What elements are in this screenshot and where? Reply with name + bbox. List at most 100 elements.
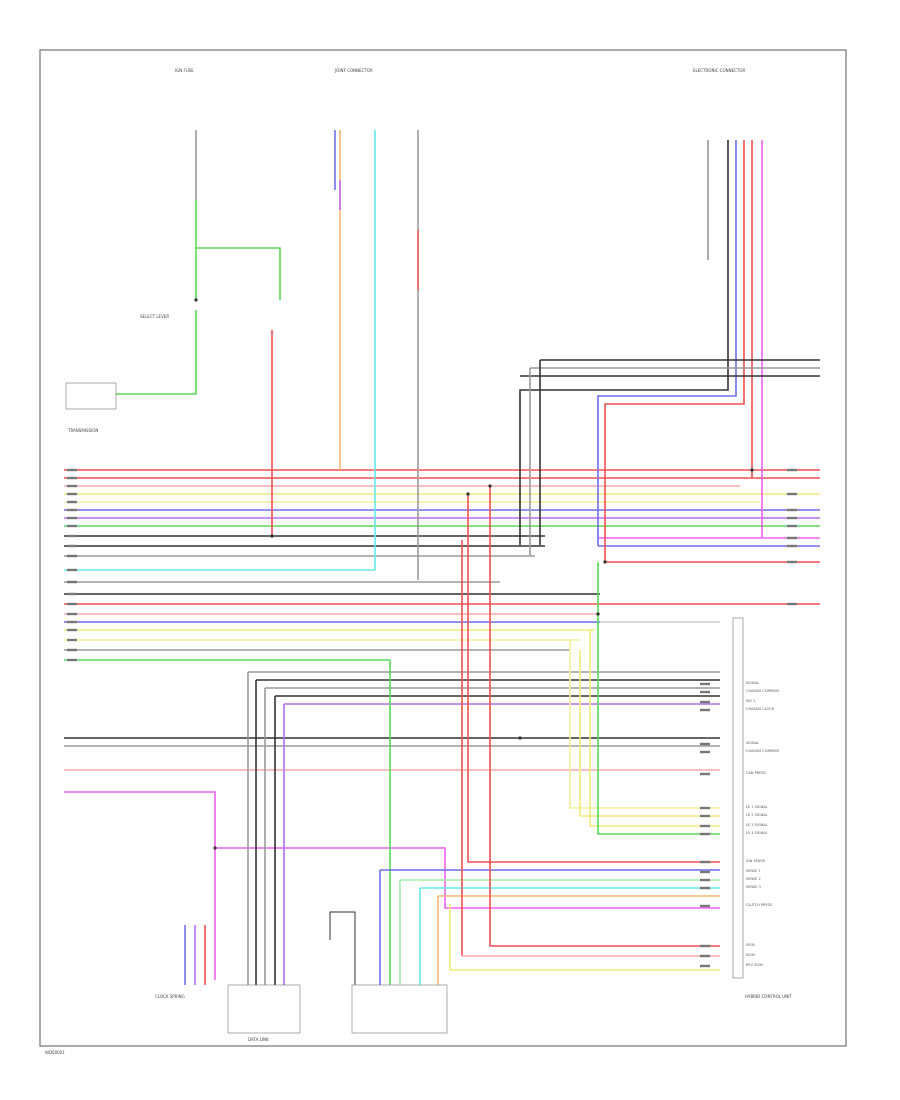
wire-marker bbox=[787, 560, 797, 564]
module-wire bbox=[579, 650, 720, 817]
pin-label: SIGN bbox=[746, 953, 755, 957]
pin-label: LE 3 SIGNAL bbox=[746, 823, 768, 827]
top-center-connector-label: JOINT CONNECTOR bbox=[334, 68, 373, 73]
wire-marker bbox=[787, 544, 797, 548]
transmission-connector bbox=[65, 382, 117, 410]
wire-marker bbox=[67, 554, 77, 558]
splice-point bbox=[466, 492, 470, 496]
wire-marker bbox=[700, 886, 710, 890]
wire-marker bbox=[67, 658, 77, 662]
right-module-connector bbox=[732, 617, 744, 979]
wire-marker bbox=[67, 648, 77, 652]
pin-label: SIG 2 bbox=[746, 699, 755, 703]
right-pin-labels: SIGNAL CHASSIS COMMON SIG 2 CHASSIS CLOC… bbox=[746, 681, 779, 967]
wire-marker bbox=[787, 468, 797, 472]
wire-marker bbox=[67, 508, 77, 512]
harness-wire bbox=[64, 791, 216, 980]
connector-drop bbox=[196, 247, 281, 300]
connector-drop bbox=[604, 140, 745, 562]
pin-label: REV SIGN bbox=[746, 963, 763, 967]
wire-marker bbox=[700, 750, 710, 754]
pin-label: CLUTCH PRESS bbox=[746, 903, 773, 907]
wire-marker bbox=[67, 612, 77, 616]
bottom-center-connector bbox=[351, 984, 448, 1034]
diagram-frame bbox=[39, 49, 847, 1047]
splice-point bbox=[270, 534, 274, 538]
wire-marker bbox=[67, 516, 77, 520]
pin-label: SIGNAL bbox=[746, 741, 759, 745]
wire-marker bbox=[787, 536, 797, 540]
connector-drop bbox=[519, 140, 729, 545]
wire-marker bbox=[700, 772, 710, 776]
wire-marker bbox=[67, 628, 77, 632]
marker-group bbox=[67, 298, 797, 968]
wire-marker bbox=[700, 742, 710, 746]
module-wire bbox=[489, 486, 720, 947]
top-right-connector-label: ELECTRONIC CONNECTOR bbox=[693, 68, 746, 73]
pin-label: SENSE 1 bbox=[746, 869, 761, 873]
wire-marker bbox=[700, 682, 710, 686]
wire-marker bbox=[700, 878, 710, 882]
wire-marker bbox=[700, 964, 710, 968]
splice-point bbox=[596, 612, 600, 616]
connector-drop bbox=[116, 310, 197, 395]
wire-marker bbox=[67, 544, 77, 548]
pin-label: CHASSIS CLOCK bbox=[746, 707, 775, 711]
wire-marker bbox=[67, 500, 77, 504]
connector-drop bbox=[597, 140, 737, 546]
wire-marker bbox=[67, 492, 77, 496]
pin-label: SENSE 2 bbox=[746, 877, 761, 881]
wire-marker bbox=[67, 568, 77, 572]
pin-label: LE 4 SIGNAL bbox=[746, 831, 768, 835]
wire-marker bbox=[787, 516, 797, 520]
wire-marker bbox=[700, 824, 710, 828]
wire-marker bbox=[700, 904, 710, 908]
top-left-connector-label: IGN FUSE bbox=[175, 68, 194, 73]
pin-label: LE 2 SIGNAL bbox=[746, 813, 768, 817]
wire-marker bbox=[787, 492, 797, 496]
wire-marker bbox=[67, 580, 77, 584]
sensor-wire bbox=[329, 911, 356, 985]
wire-marker bbox=[67, 592, 77, 596]
splice-point bbox=[603, 560, 607, 564]
pin-label: LE 1 SIGNAL bbox=[746, 805, 768, 809]
wire-marker bbox=[787, 602, 797, 606]
wire-marker bbox=[67, 468, 77, 472]
hybrid-control-unit-label: HYBRID CONTROL UNIT bbox=[745, 994, 792, 999]
pin-label: SIGN bbox=[746, 943, 755, 947]
wire-marker bbox=[700, 700, 710, 704]
wire-marker bbox=[67, 476, 77, 480]
splice-point bbox=[213, 846, 217, 850]
pin-label: SIGNAL bbox=[746, 681, 759, 685]
data-link-label: DATA LINK bbox=[248, 1037, 269, 1042]
wire-marker bbox=[700, 870, 710, 874]
clock-spring-label: CLOCK SPRING bbox=[155, 994, 185, 999]
transmission-label: TRANSMISSION bbox=[67, 428, 98, 433]
harness-wire bbox=[215, 847, 720, 909]
pin-label: CHASSIS COMMON bbox=[746, 749, 779, 753]
splice-point bbox=[194, 298, 198, 302]
wire-marker bbox=[67, 638, 77, 642]
wire-marker bbox=[700, 806, 710, 810]
module-wire bbox=[569, 640, 720, 809]
wire-marker bbox=[67, 484, 77, 488]
wire-group bbox=[64, 130, 820, 985]
splice-point bbox=[488, 484, 492, 488]
module-wire bbox=[589, 630, 720, 827]
module-wire bbox=[597, 562, 720, 835]
module-wire bbox=[467, 494, 720, 863]
pin-label: IGN SENSE bbox=[746, 859, 765, 863]
wire-marker bbox=[700, 944, 710, 948]
wire-marker bbox=[700, 814, 710, 818]
pin-label: SENSE 3 bbox=[746, 885, 761, 889]
wire-marker bbox=[67, 534, 77, 538]
wire-marker bbox=[787, 524, 797, 528]
bottom-left-connector bbox=[227, 984, 301, 1034]
splice-point bbox=[750, 468, 754, 472]
footer-code: WD00001 bbox=[45, 1050, 65, 1055]
select-lever-label: SELECT LEVER bbox=[140, 314, 169, 319]
wire-marker bbox=[700, 954, 710, 958]
wire-marker bbox=[67, 524, 77, 528]
splice-point bbox=[518, 736, 522, 740]
